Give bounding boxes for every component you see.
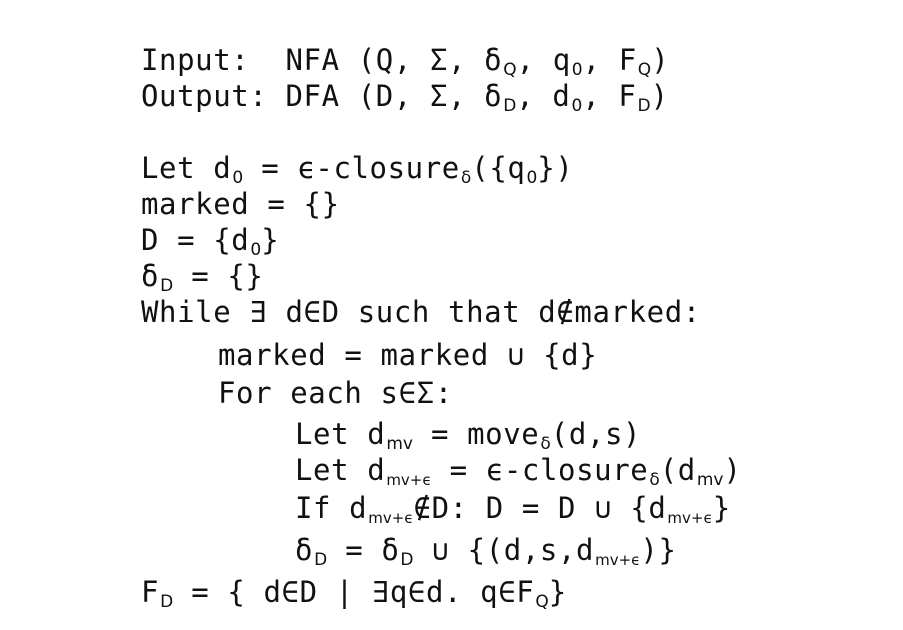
input-text: , F [582, 43, 637, 77]
code-text: D = {d [141, 223, 250, 257]
code-text: = move [412, 417, 540, 451]
subscript: 0 [232, 168, 244, 188]
subscript: δ [460, 168, 472, 188]
code-text: marked = {} [141, 187, 340, 221]
subscript: mv [696, 470, 724, 490]
subscript: mv+ϵ [595, 551, 641, 569]
if-line: If dmv+ϵ∉D: D = D ∪ {dmv+ϵ} [295, 490, 731, 527]
code-text: δ [295, 533, 314, 567]
input-text: , q [516, 43, 571, 77]
code-text: For each s∈Σ: [218, 376, 453, 410]
code-text: δ [141, 259, 160, 293]
subscript: δ [649, 470, 660, 490]
let-dmve-line: Let dmv+ϵ = ϵ-closureδ(dmv) [295, 452, 742, 490]
output-text: , d [516, 79, 571, 113]
code-text: Let d [141, 151, 232, 185]
subscript: D [637, 96, 651, 116]
input-text: ) [651, 43, 670, 77]
subscript: mv+ϵ [368, 509, 414, 527]
code-text: }) [537, 151, 574, 185]
subscript: D [160, 592, 174, 612]
delta-update-line: δD = δD ∪ {(d,s,dmv+ϵ)} [295, 532, 677, 570]
subscript: Q [503, 60, 517, 80]
code-text: While ∃ d∈D such that d∉marked: [141, 295, 701, 329]
for-each-line: For each s∈Σ: [218, 375, 453, 411]
let-d0-line: Let d0 = ϵ-closureδ({q0}) [141, 150, 574, 188]
output-text: , F [582, 79, 637, 113]
subscript: Q [535, 592, 549, 612]
code-text: = ϵ-closure [243, 151, 460, 185]
code-text: } [712, 491, 731, 525]
subscript: 0 [526, 168, 538, 188]
delta-init-line: δD = {} [141, 258, 264, 296]
subscript: mv [386, 434, 413, 454]
code-text: } [261, 223, 280, 257]
code-text: = δ [327, 533, 400, 567]
subscript: Q [637, 60, 652, 80]
code-text: ∉D: D = D ∪ {d [413, 491, 667, 525]
subscript: 0 [571, 96, 583, 116]
subscript: D [160, 276, 174, 296]
code-text: Let d [295, 417, 386, 451]
subscript: D [314, 550, 328, 570]
subscript: 0 [571, 60, 583, 80]
marked-update-line: marked = marked ∪ {d} [218, 337, 597, 373]
subscript: 0 [250, 240, 262, 260]
output-text: Output: DFA (D, Σ, δ [141, 79, 503, 113]
code-text: = {} [173, 259, 264, 293]
code-text: = ϵ-closure [431, 453, 649, 487]
code-text: ({q [471, 151, 526, 185]
code-text: Let d [295, 453, 386, 487]
let-dmv-line: Let dmv = moveδ(d,s) [295, 416, 642, 454]
code-text: } [548, 575, 567, 609]
subscript: mv+ϵ [667, 509, 713, 527]
code-text: ) [723, 453, 742, 487]
subscript: δ [540, 434, 551, 454]
subscript: D [400, 550, 414, 570]
output-line: Output: DFA (D, Σ, δD, d0, FD) [141, 78, 669, 116]
d-init-line: D = {d0} [141, 222, 280, 260]
code-text: F [141, 575, 160, 609]
code-text: marked = marked ∪ {d} [218, 338, 598, 372]
input-text: Input: NFA (Q, Σ, δ [141, 43, 503, 77]
code-text: If d [295, 491, 368, 525]
input-line: Input: NFA (Q, Σ, δQ, q0, FQ) [141, 42, 670, 80]
code-text: )} [640, 533, 677, 567]
code-text: (d,s) [550, 417, 642, 451]
marked-init-line: marked = {} [141, 186, 340, 222]
output-text: ) [650, 79, 669, 113]
subscript: D [503, 96, 517, 116]
code-text: (d [659, 453, 696, 487]
code-text: ∪ {(d,s,d [413, 533, 595, 567]
while-line: While ∃ d∈D such that d∉marked: [141, 294, 701, 330]
code-text: = { d∈D | ∃q∈d. q∈F [173, 575, 535, 609]
final-states-line: FD = { d∈D | ∃q∈d. q∈FQ} [141, 574, 567, 612]
subscript: mv+ϵ [386, 471, 432, 489]
